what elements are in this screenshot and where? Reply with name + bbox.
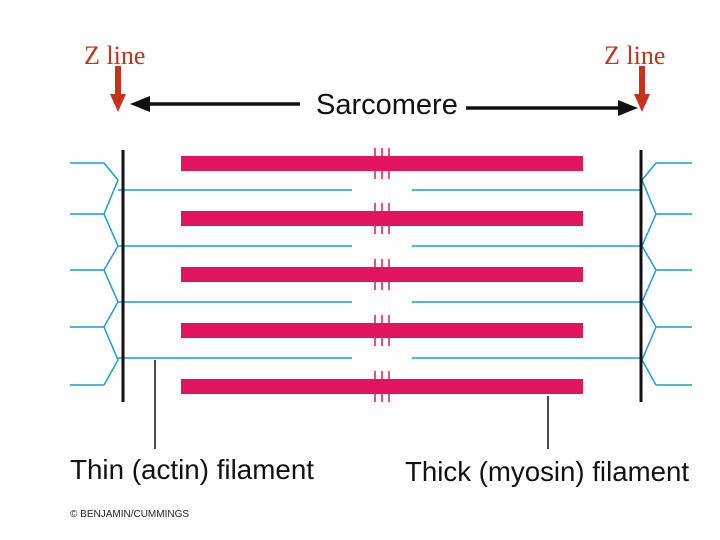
z-line-label-left: Z line bbox=[84, 41, 145, 70]
sarcomere-label: Sarcomere bbox=[316, 89, 458, 121]
down-arrow-icon bbox=[110, 66, 126, 112]
double-headed-arrow-icon bbox=[130, 96, 638, 116]
copyright-notice: © BENJAMIN/CUMMINGS bbox=[70, 509, 189, 520]
z-line-label-right: Z line bbox=[604, 41, 665, 70]
thin-filament-label: Thin (actin) filament bbox=[70, 454, 314, 485]
down-arrow-icon bbox=[634, 66, 650, 112]
m-line-marks bbox=[374, 148, 390, 402]
thick-filament-label: Thick (myosin) filament bbox=[405, 456, 689, 487]
thin-filaments bbox=[70, 162, 692, 386]
